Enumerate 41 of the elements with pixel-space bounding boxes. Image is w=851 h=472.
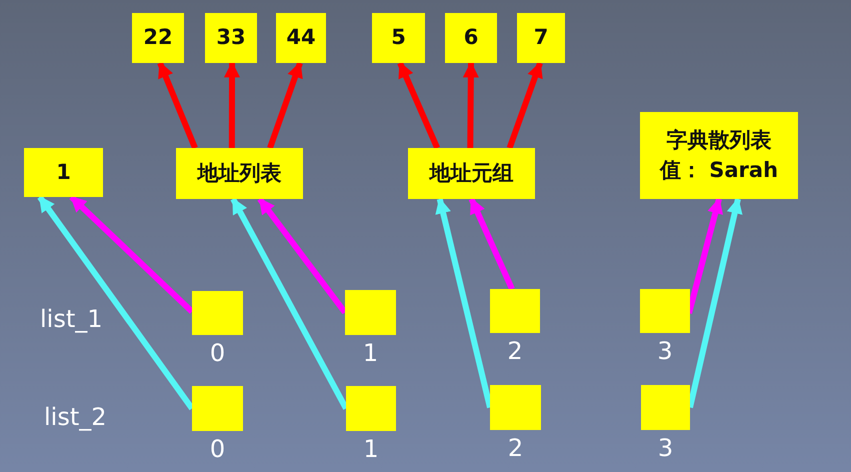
index-number: 3: [656, 337, 674, 366]
arrow: [506, 62, 543, 150]
variable-name: list_1: [40, 305, 103, 333]
box-text: 地址列表: [198, 160, 282, 187]
arrow: [468, 198, 515, 290]
index-number: 2: [506, 434, 524, 463]
arrow: [267, 62, 303, 149]
index-number: 0: [208, 339, 226, 368]
box-text: 7: [534, 24, 548, 52]
value-box: [372, 13, 425, 63]
arrow: [157, 62, 198, 150]
index-number: 1: [362, 339, 380, 368]
value-box: [176, 148, 303, 199]
value-box: [517, 13, 565, 63]
box-text: 字典散列表: [666, 127, 772, 154]
value-box: [205, 13, 257, 63]
box-text: 6: [464, 24, 478, 52]
box-text: 5: [391, 24, 406, 52]
variable-name: list_2: [44, 403, 107, 431]
box-text: 值： Sarah: [660, 156, 778, 184]
value-box: [276, 13, 326, 63]
value-box: [640, 112, 798, 199]
box-text: 22: [143, 24, 173, 52]
arrow: [69, 194, 194, 314]
value-box: [24, 148, 103, 197]
value-box: [132, 13, 184, 63]
box-text: 1: [56, 158, 71, 186]
arrow: [224, 61, 240, 148]
box-text: 地址元组: [430, 160, 514, 187]
value-box: [445, 13, 497, 63]
box-text: 33: [216, 24, 246, 52]
arrow: [397, 62, 440, 150]
box-text: 44: [286, 24, 316, 52]
index-number: 3: [656, 434, 674, 463]
index-number: 1: [362, 435, 380, 464]
index-number: 0: [208, 435, 226, 464]
index-number: 2: [506, 337, 524, 366]
value-box: [408, 148, 535, 199]
arrow: [257, 197, 348, 314]
arrow: [37, 195, 194, 410]
arrow: [462, 61, 479, 148]
